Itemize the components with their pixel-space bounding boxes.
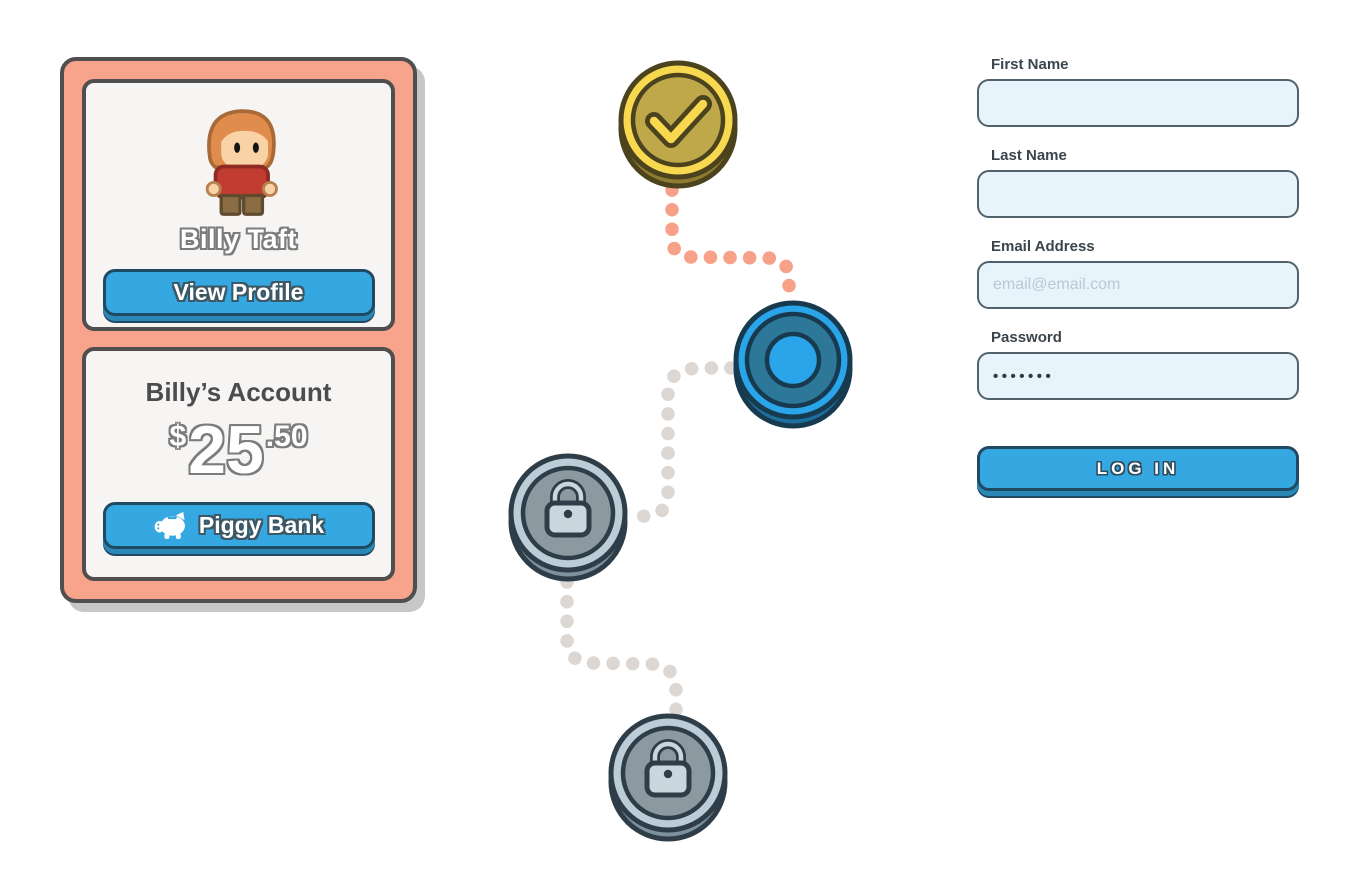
profile-card: Billy Taft View Profile	[82, 79, 395, 331]
path-completed-to-current	[665, 183, 796, 301]
balance-dollars: 25	[188, 412, 264, 488]
lock-icon	[544, 479, 592, 538]
view-profile-button[interactable]: View Profile	[102, 269, 375, 316]
account-card: Billy’s Account $ 25 .50 Piggy Bank	[82, 347, 395, 581]
target-rings	[764, 331, 822, 389]
piggy-bank-icon	[154, 512, 185, 539]
login-form: First Name Last Name Email Address Passw…	[977, 56, 1299, 491]
lock-icon	[644, 739, 692, 798]
first-name-label: First Name	[991, 56, 1069, 73]
email-label: Email Address	[991, 238, 1095, 255]
path-locked-1-to-locked-2	[560, 575, 683, 723]
level-node-locked-1[interactable]	[508, 453, 628, 582]
piggy-bank-button[interactable]: Piggy Bank	[102, 502, 375, 549]
profile-panel: Billy Taft View Profile Billy’s Account …	[60, 57, 417, 603]
login-button[interactable]: LOG IN	[977, 446, 1299, 491]
piggy-bank-label: Piggy Bank	[198, 512, 325, 538]
last-name-label: Last Name	[991, 147, 1067, 164]
level-node-locked-2[interactable]	[608, 713, 728, 842]
password-input[interactable]	[977, 352, 1299, 400]
check-icon	[645, 95, 712, 148]
balance-currency: $	[169, 420, 187, 453]
password-label: Password	[991, 329, 1062, 346]
email-input[interactable]	[977, 261, 1299, 309]
last-name-input[interactable]	[977, 170, 1299, 218]
boy-character-avatar	[205, 109, 278, 216]
level-node-completed[interactable]	[618, 60, 738, 189]
profile-name: Billy Taft	[179, 224, 297, 254]
login-button-label: LOG IN	[1096, 458, 1180, 478]
account-title: Billy’s Account	[145, 377, 332, 407]
first-name-input[interactable]	[977, 79, 1299, 127]
view-profile-label: View Profile	[173, 279, 304, 305]
level-node-current[interactable]	[733, 300, 853, 429]
path-current-to-locked-1	[627, 361, 738, 524]
account-balance: $ 25 .50	[169, 416, 307, 484]
balance-cents: .50	[265, 420, 308, 453]
